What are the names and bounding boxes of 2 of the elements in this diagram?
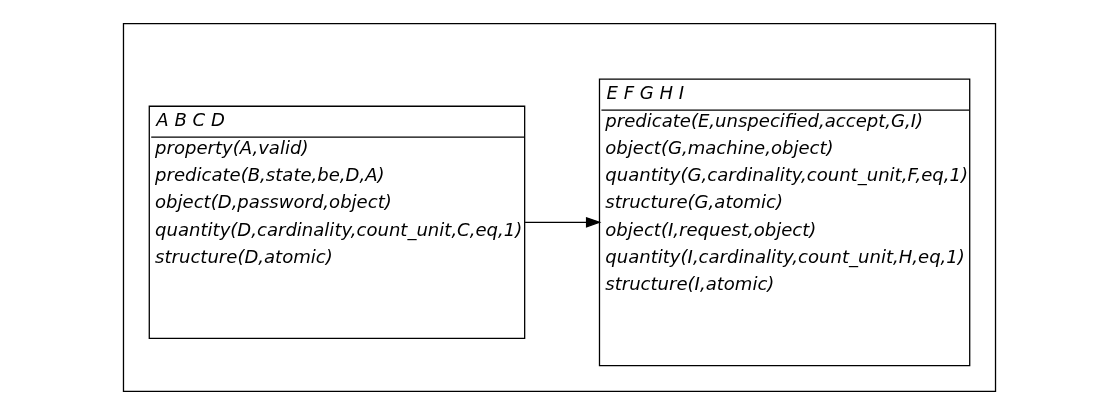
arrow — [523, 216, 601, 228]
cluster — [122, 23, 996, 392]
